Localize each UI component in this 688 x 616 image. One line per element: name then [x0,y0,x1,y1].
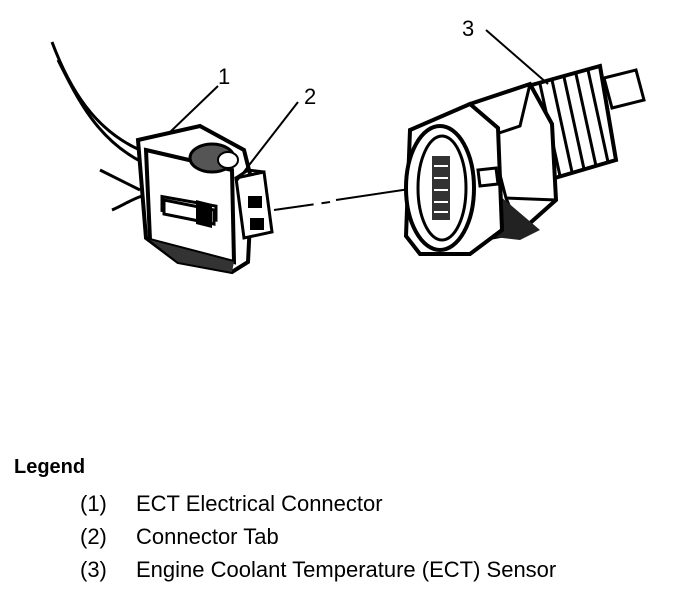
callout-1: 1 [218,64,230,89]
legend: Legend (1) ECT Electrical Connector (2) … [14,453,684,586]
harness-wires [50,41,143,212]
legend-item-label: ECT Electrical Connector [136,491,383,516]
ect-sensor-diagram: 1 2 3 [50,16,646,275]
legend-item: (1) ECT Electrical Connector [80,487,684,520]
callout-2: 2 [304,84,316,109]
leader-line-3 [485,29,549,85]
leader-line-2 [235,101,299,183]
legend-item: (2) Connector Tab [80,520,684,553]
leader-line-1 [167,85,219,135]
legend-title: Legend [14,456,86,478]
ect-electrical-connector [135,123,274,275]
callout-3: 3 [462,16,474,41]
legend-item-number: (3) [80,557,107,582]
legend-item-label: Connector Tab [136,524,279,549]
legend-item-number: (2) [80,524,107,549]
ect-sensor [403,63,646,256]
legend-item: (3) Engine Coolant Temperature (ECT) Sen… [80,553,684,586]
leader-lines [167,29,549,183]
legend-item-number: (1) [80,491,107,516]
legend-item-label: Engine Coolant Temperature (ECT) Sensor [136,557,557,582]
